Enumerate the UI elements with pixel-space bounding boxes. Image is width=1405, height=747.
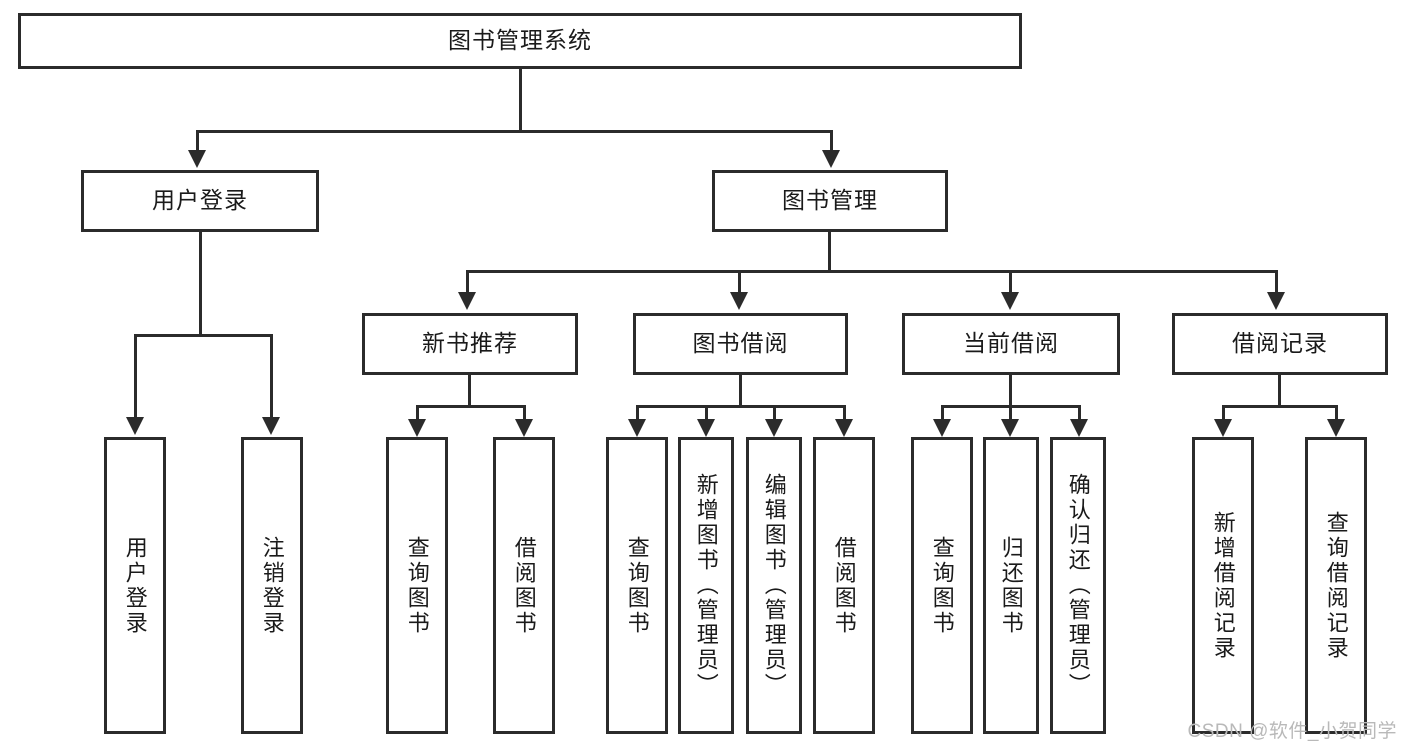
- connector-user-login-bus: [134, 334, 273, 337]
- node-label: 查询图书: [624, 535, 650, 636]
- node-leaf-br-query-record[interactable]: 查询借阅记录: [1305, 437, 1367, 734]
- node-label: 新书推荐: [422, 330, 518, 357]
- connector-drop-cb-leaf-1: [941, 405, 944, 421]
- node-label: 当前借阅: [963, 330, 1059, 357]
- node-new-book-recommend[interactable]: 新书推荐: [362, 313, 578, 375]
- connector-new-book-recommend-stem: [468, 375, 471, 407]
- arrowhead-to-user-login: [188, 150, 206, 168]
- node-label: 编辑图书（管理员）: [761, 473, 787, 698]
- connector-book-borrow-bus: [636, 405, 846, 408]
- connector-borrow-record-bus: [1222, 405, 1338, 408]
- node-leaf-nbr-query-book[interactable]: 查询图书: [386, 437, 448, 734]
- connector-drop-cb-leaf-2: [1009, 405, 1012, 421]
- arrowhead-to-new-book-recommend: [458, 292, 476, 310]
- connector-drop-to-borrow-record: [1275, 270, 1278, 294]
- node-label: 图书借阅: [692, 330, 789, 357]
- node-leaf-br-add-record[interactable]: 新增借阅记录: [1192, 437, 1254, 734]
- connector-drop-nbr-leaf-2: [523, 405, 526, 421]
- node-book-management[interactable]: 图书管理: [712, 170, 948, 232]
- node-label: 查询借阅记录: [1323, 510, 1349, 661]
- connector-borrow-record-stem: [1278, 375, 1281, 407]
- connector-drop-to-book-borrow: [738, 270, 741, 294]
- node-root-book-management-system[interactable]: 图书管理系统: [18, 13, 1022, 69]
- arrowhead-bb-leaf-4: [835, 419, 853, 437]
- node-leaf-cb-query-book[interactable]: 查询图书: [911, 437, 973, 734]
- connector-level2-bus: [196, 130, 833, 133]
- node-leaf-bb-add-book-admin[interactable]: 新增图书（管理员）: [678, 437, 734, 734]
- node-label: 注销登录: [259, 535, 285, 636]
- arrowhead-nbr-leaf-2: [515, 419, 533, 437]
- node-leaf-bb-query-book[interactable]: 查询图书: [606, 437, 668, 734]
- connector-drop-user-login-leaf-2: [270, 334, 273, 419]
- connector-book-management-stem: [828, 232, 831, 272]
- arrowhead-bb-leaf-1: [628, 419, 646, 437]
- node-label: 查询图书: [929, 535, 955, 636]
- node-label: 查询图书: [404, 535, 430, 636]
- connector-drop-user-login-leaf-1: [134, 334, 137, 419]
- connector-drop-to-new-book-recommend: [466, 270, 469, 294]
- node-label: 用户登录: [122, 535, 148, 636]
- node-label: 借阅图书: [511, 535, 537, 636]
- connector-drop-bb-leaf-4: [843, 405, 846, 421]
- connector-drop-to-book-management: [830, 130, 833, 152]
- connector-drop-bb-leaf-3: [773, 405, 776, 421]
- arrowhead-br-leaf-1: [1214, 419, 1232, 437]
- connector-level3-bus: [466, 270, 1278, 273]
- connector-new-book-recommend-bus: [416, 405, 526, 408]
- node-leaf-bb-edit-book-admin[interactable]: 编辑图书（管理员）: [746, 437, 802, 734]
- arrowhead-bb-leaf-2: [697, 419, 715, 437]
- arrowhead-bb-leaf-3: [765, 419, 783, 437]
- node-label: 图书管理: [782, 187, 878, 214]
- node-label: 借阅图书: [831, 535, 857, 636]
- connector-drop-nbr-leaf-1: [416, 405, 419, 421]
- node-leaf-nbr-borrow-book[interactable]: 借阅图书: [493, 437, 555, 734]
- arrowhead-nbr-leaf-1: [408, 419, 426, 437]
- node-leaf-cb-return-book[interactable]: 归还图书: [983, 437, 1039, 734]
- node-label: 归还图书: [998, 535, 1024, 636]
- node-leaf-bb-borrow-book[interactable]: 借阅图书: [813, 437, 875, 734]
- connector-drop-br-leaf-1: [1222, 405, 1225, 421]
- node-label: 新增图书（管理员）: [693, 473, 719, 698]
- node-borrow-record[interactable]: 借阅记录: [1172, 313, 1388, 375]
- connector-root-stem: [519, 69, 522, 132]
- arrowhead-to-book-management: [822, 150, 840, 168]
- connector-drop-bb-leaf-1: [636, 405, 639, 421]
- arrowhead-to-current-borrow: [1001, 292, 1019, 310]
- node-leaf-logout[interactable]: 注销登录: [241, 437, 303, 734]
- connector-drop-to-user-login: [196, 130, 199, 152]
- connector-drop-br-leaf-2: [1335, 405, 1338, 421]
- node-label: 确认归还（管理员）: [1065, 473, 1091, 698]
- arrowhead-cb-leaf-2: [1001, 419, 1019, 437]
- arrowhead-user-login-leaf-2: [262, 417, 280, 435]
- node-leaf-user-login[interactable]: 用户登录: [104, 437, 166, 734]
- node-user-login[interactable]: 用户登录: [81, 170, 319, 232]
- connector-book-borrow-stem: [739, 375, 742, 407]
- node-current-borrow[interactable]: 当前借阅: [902, 313, 1120, 375]
- arrowhead-to-book-borrow: [730, 292, 748, 310]
- arrowhead-cb-leaf-3: [1070, 419, 1088, 437]
- node-book-borrow[interactable]: 图书借阅: [633, 313, 848, 375]
- watermark-csdn: CSDN @软件_小贺同学: [1187, 721, 1397, 742]
- node-label: 新增借阅记录: [1210, 510, 1236, 661]
- connector-drop-cb-leaf-3: [1078, 405, 1081, 421]
- arrowhead-user-login-leaf-1: [126, 417, 144, 435]
- arrowhead-br-leaf-2: [1327, 419, 1345, 437]
- node-label: 用户登录: [152, 187, 248, 214]
- node-label: 图书管理系统: [448, 27, 592, 54]
- arrowhead-cb-leaf-1: [933, 419, 951, 437]
- connector-user-login-stem: [199, 232, 202, 336]
- connector-drop-to-current-borrow: [1009, 270, 1012, 294]
- connector-current-borrow-stem: [1009, 375, 1012, 407]
- connector-drop-bb-leaf-2: [705, 405, 708, 421]
- arrowhead-to-borrow-record: [1267, 292, 1285, 310]
- node-leaf-cb-confirm-return-admin[interactable]: 确认归还（管理员）: [1050, 437, 1106, 734]
- node-label: 借阅记录: [1232, 330, 1328, 357]
